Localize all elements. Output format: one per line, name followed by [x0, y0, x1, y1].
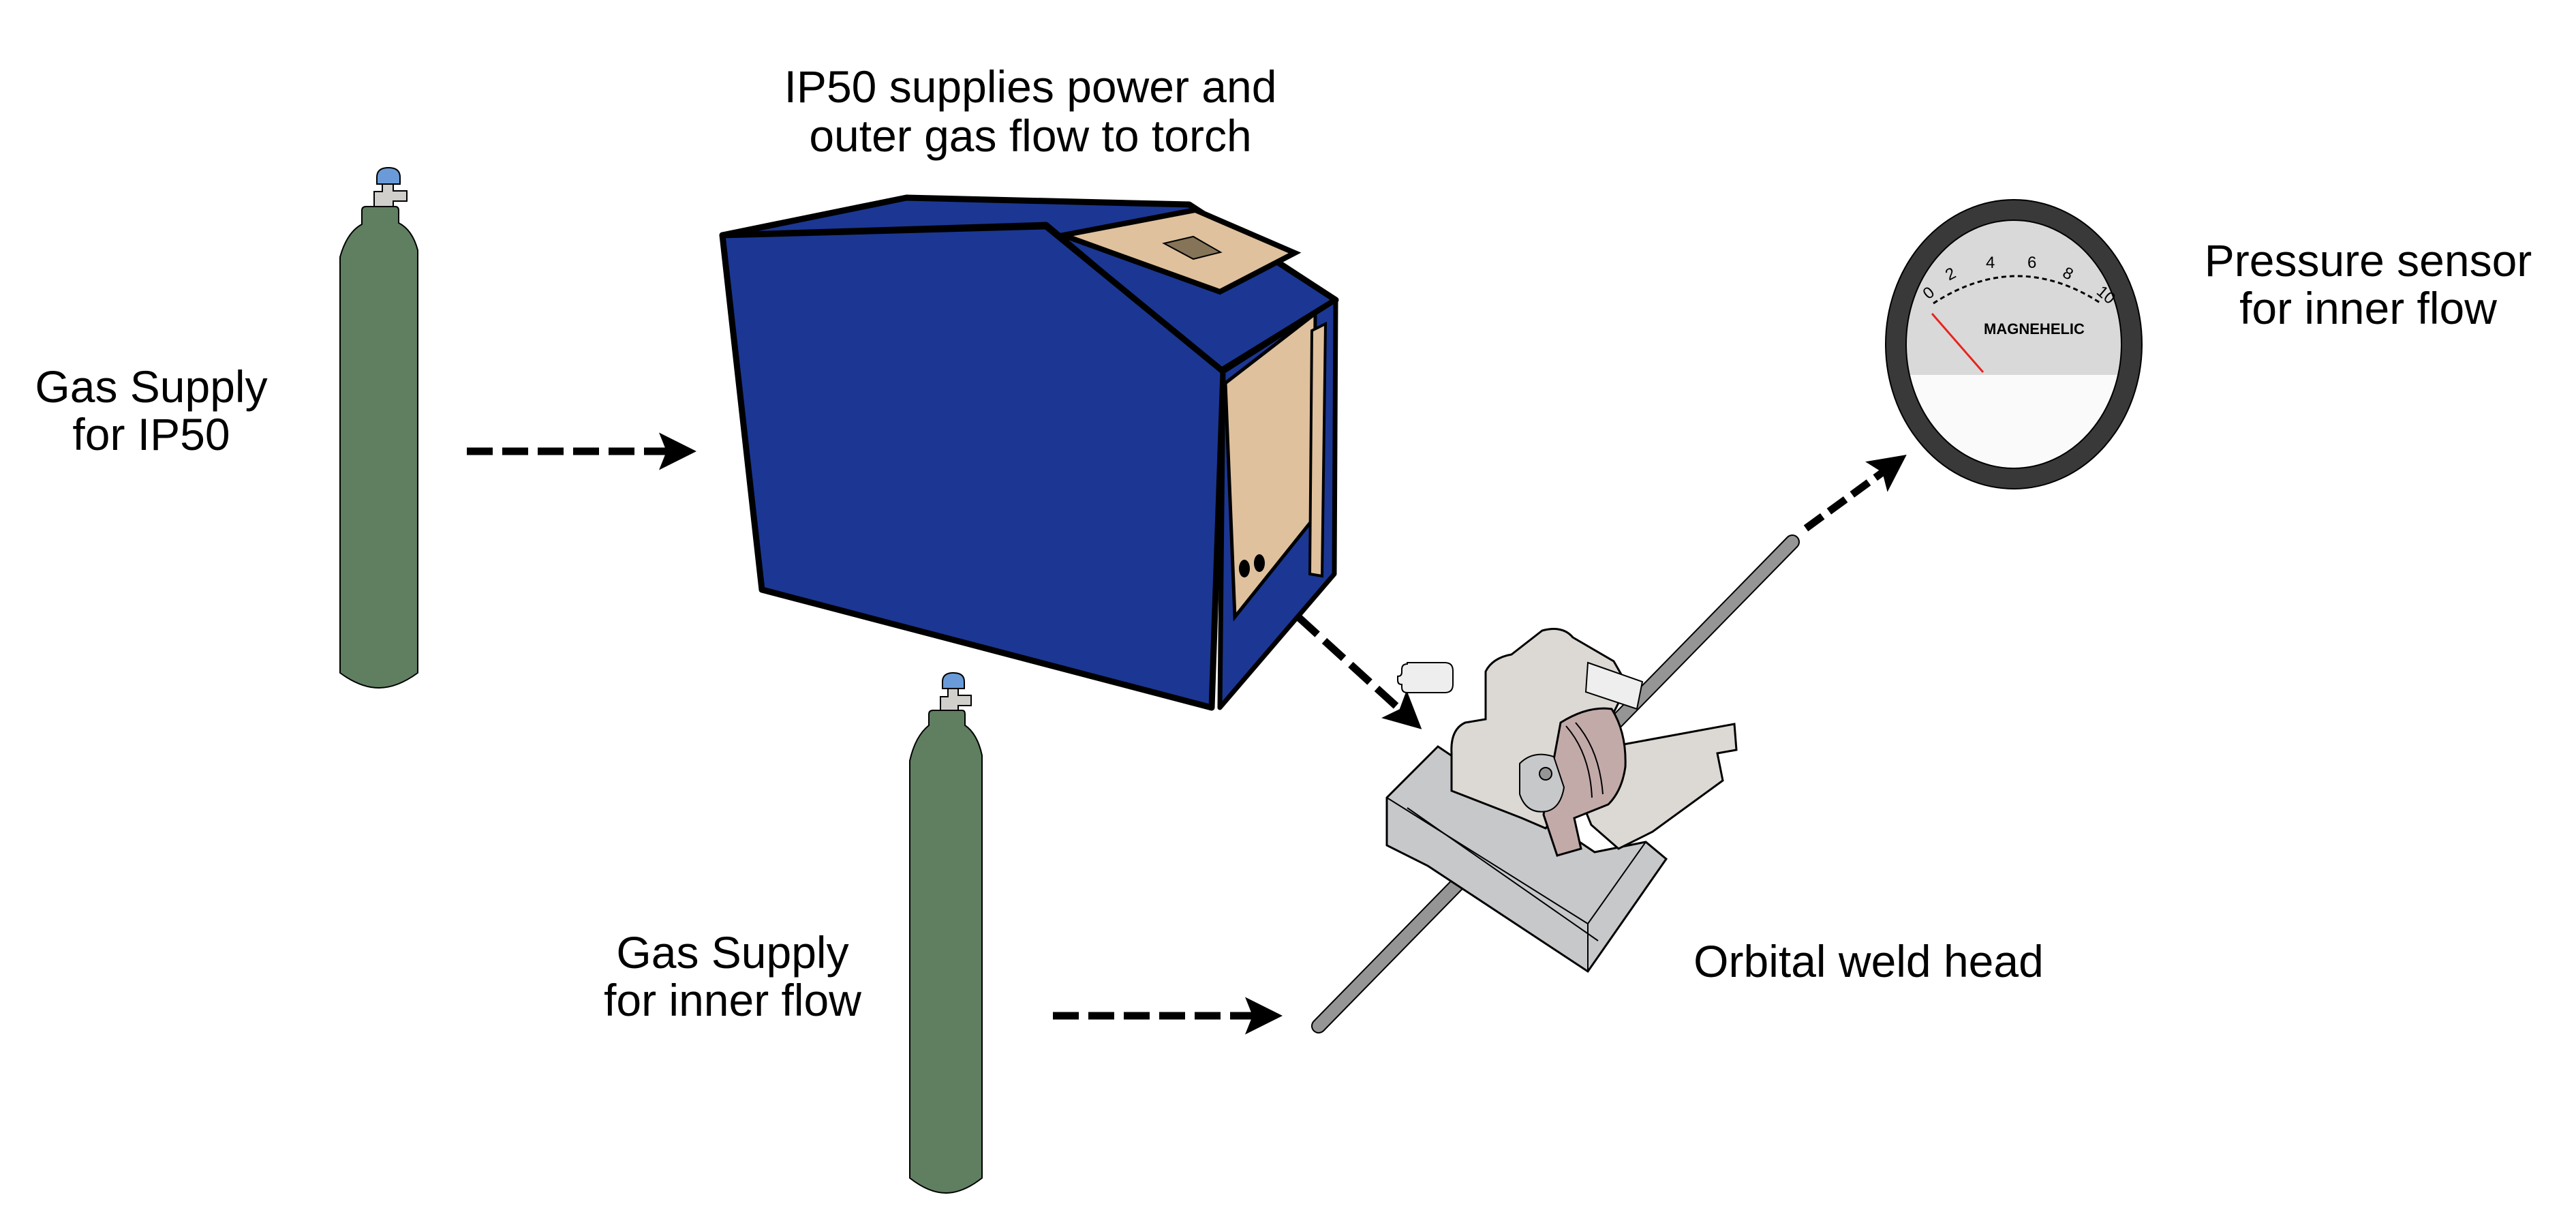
orbital-weld-head-icon [1385, 628, 1738, 973]
ip50-connector-2 [1254, 554, 1265, 572]
pressure-sensor-line1: Pressure sensor [2205, 235, 2532, 286]
pressure-sensor-line2: for inner flow [2239, 283, 2497, 333]
ip50-title: IP50 supplies power and outer gas flow t… [784, 61, 1277, 161]
ip50-title-line1: IP50 supplies power and [784, 61, 1277, 112]
flow-arrow-tube-to-gauge [1803, 455, 1907, 532]
flow-arrow-ip50-to-weld-head [1295, 614, 1422, 729]
gauge-tick-6: 6 [2027, 254, 2036, 272]
orbital-weld-head-label: Orbital weld head [1693, 936, 2044, 986]
ip50-power-supply-icon [719, 194, 1339, 711]
gas-supply-ip50-line2: for IP50 [72, 409, 230, 459]
gas-supply-inner-line2: for inner flow [604, 975, 861, 1025]
pressure-sensor-label: Pressure sensor for inner flow [2205, 235, 2532, 333]
gauge-brand: MAGNEHELIC [1984, 320, 2085, 337]
ip50-title-line2: outer gas flow to torch [809, 110, 1251, 161]
gas-cylinder-inner-icon [909, 671, 983, 1194]
gauge-tick-4: 4 [1986, 254, 1995, 272]
pressure-gauge-icon: 0 2 4 6 8 10 MAGNEHELIC [1885, 199, 2143, 489]
gauge-needle [1931, 313, 1984, 373]
gas-cylinder-ip50-icon [339, 166, 418, 689]
gas-supply-inner-label: Gas Supply for inner flow [604, 927, 861, 1025]
gas-supply-inner-line1: Gas Supply [616, 927, 848, 978]
gas-supply-ip50-line1: Gas Supply [35, 361, 267, 412]
gas-supply-ip50-label: Gas Supply for IP50 [35, 361, 267, 459]
ip50-connector-1 [1239, 560, 1250, 577]
